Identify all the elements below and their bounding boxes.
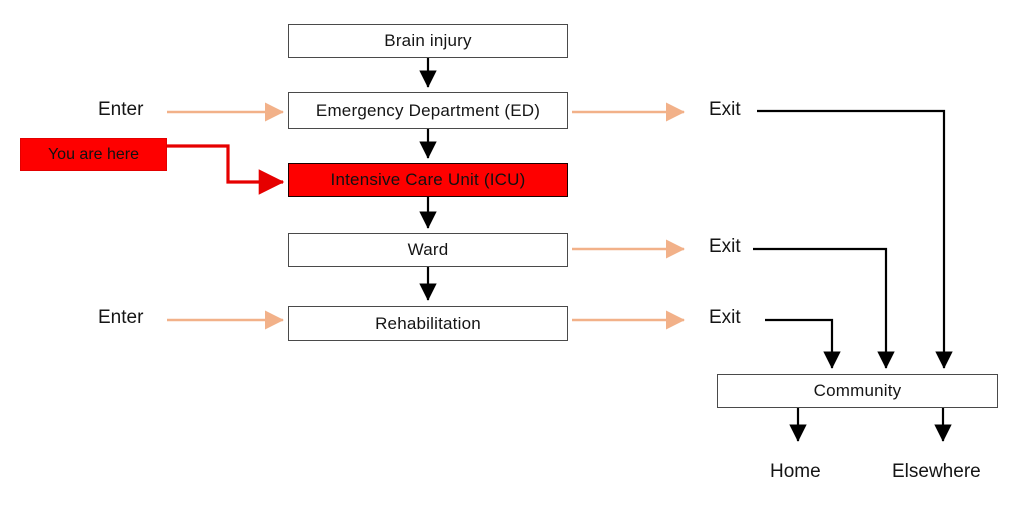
label-enter-ed: Enter <box>98 99 144 120</box>
label-enter-rehab: Enter <box>98 307 144 328</box>
node-emergency-department: Emergency Department (ED) <box>288 92 568 129</box>
label-elsewhere: Elsewhere <box>892 461 981 482</box>
connector-exit-ed-to-community <box>757 109 953 369</box>
node-community: Community <box>717 374 998 408</box>
node-rehabilitation: Rehabilitation <box>288 306 568 341</box>
label-home: Home <box>770 461 821 482</box>
node-ward: Ward <box>288 233 568 267</box>
label-exit-ward: Exit <box>709 236 741 257</box>
you-are-here-callout: You are here <box>20 138 167 171</box>
node-intensive-care-unit: Intensive Care Unit (ICU) <box>288 163 568 197</box>
node-brain-injury: Brain injury <box>288 24 568 58</box>
connector-exit-ward-to-community <box>753 247 895 369</box>
label-exit-rehab: Exit <box>709 307 741 328</box>
pointer-you-are-here-to-icu <box>167 144 285 195</box>
connector-exit-rehab-to-community <box>765 318 841 369</box>
label-exit-ed: Exit <box>709 99 741 120</box>
